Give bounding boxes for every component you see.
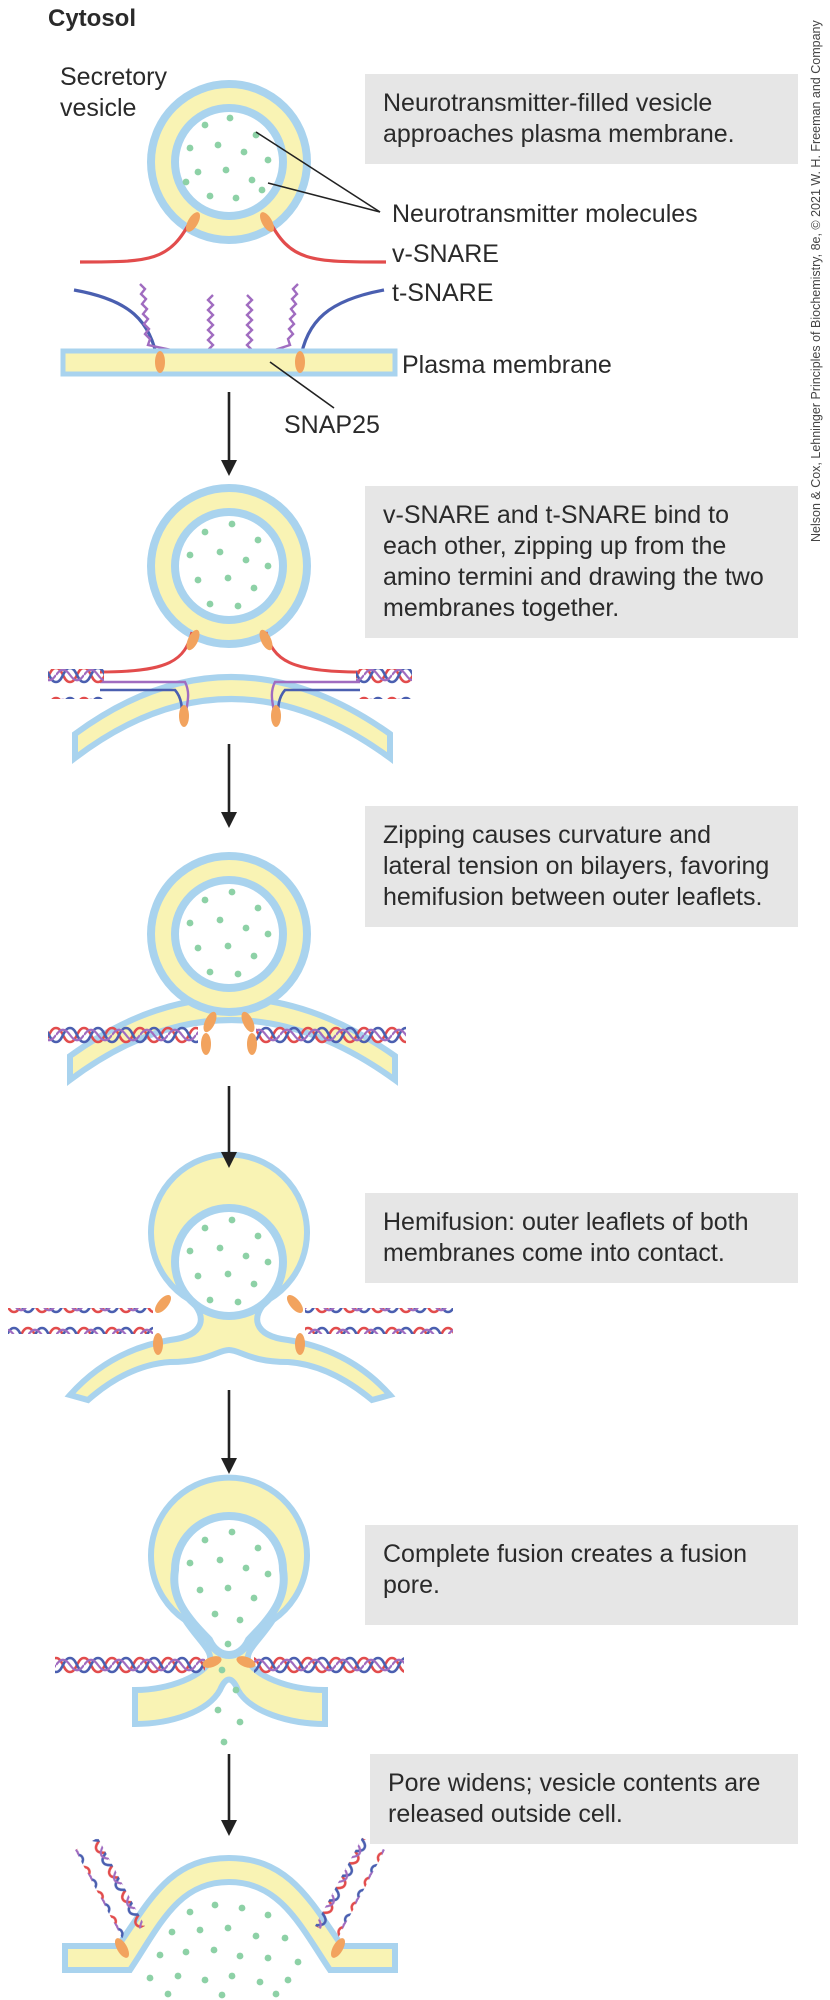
snare-complex-right <box>315 1837 385 1939</box>
t-snare-label: t-SNARE <box>392 279 494 307</box>
step-5-diagram <box>55 1474 404 1746</box>
step-3-diagram <box>48 852 406 1086</box>
snap25-left <box>139 283 215 360</box>
widened-pore-membrane <box>62 1854 398 1973</box>
snare-complex-right <box>305 1308 453 1334</box>
snare-complex-right <box>254 1648 404 1674</box>
plasma-membrane <box>72 674 393 765</box>
snare-complex-left <box>8 1308 153 1334</box>
step-4-diagram <box>8 1151 453 1404</box>
neurotransmitter-label: Neurotransmitter molecules <box>392 200 698 228</box>
snare-complex-left <box>55 1648 205 1674</box>
snare-complex-left <box>48 1016 198 1044</box>
step-6-caption: Pore widens; vesicle contents are releas… <box>370 1754 798 1844</box>
credit-line: Nelson & Cox, Lehninger Principles of Bi… <box>809 2 830 542</box>
step-1-diagram <box>60 80 398 409</box>
plasma-membrane <box>60 348 398 377</box>
step-4-caption: Hemifusion: outer leaflets of both membr… <box>365 1193 798 1283</box>
snare-complex-right <box>356 669 412 699</box>
step-2-diagram <box>48 484 412 765</box>
snare-complex-left <box>48 669 104 699</box>
step-arrows <box>221 392 237 1836</box>
step-2-caption: v-SNARE and t-SNARE bind to each other, … <box>365 486 798 638</box>
secretory-vesicle-label-line1: Secretory <box>60 63 167 91</box>
neurotransmitter-dots <box>182 114 272 202</box>
v-snare-right <box>266 217 387 264</box>
plasma-membrane-label: Plasma membrane <box>402 351 612 379</box>
v-snare-label: v-SNARE <box>392 240 499 268</box>
step-6-diagram <box>62 1837 398 1999</box>
page-title: Cytosol <box>48 5 137 32</box>
secretory-vesicle-label-line2: vesicle <box>60 94 137 122</box>
step-5-caption: Complete fusion creates a fusion pore. <box>365 1525 798 1625</box>
snare-complex-left <box>75 1837 145 1939</box>
step-3-caption: Zipping causes curvature and lateral ten… <box>365 806 798 927</box>
snap25-right <box>245 283 299 360</box>
step-1-caption: Neurotransmitter-filled vesicle approach… <box>365 74 798 164</box>
v-snare-left <box>79 217 194 264</box>
snap25-label: SNAP25 <box>284 411 380 439</box>
credit-text: Nelson & Cox, Lehninger Principles of Bi… <box>809 20 823 542</box>
snare-complex-right <box>256 1016 406 1044</box>
